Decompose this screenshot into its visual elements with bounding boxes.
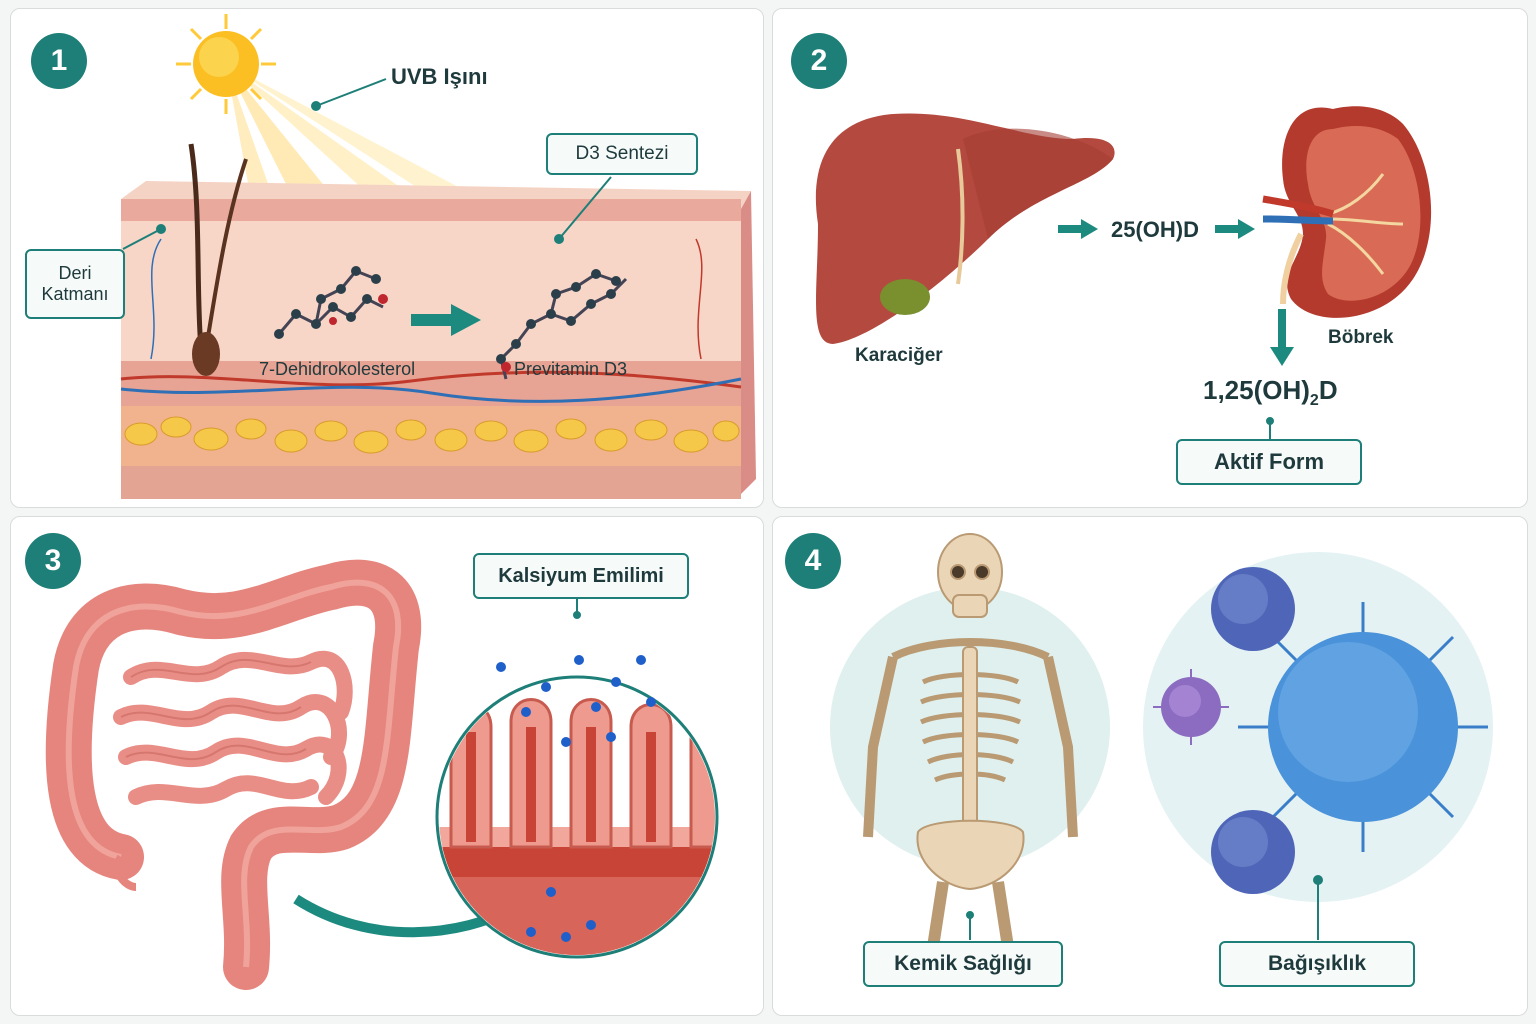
reaction-arrow [411,304,481,336]
skin-illustration [120,14,756,499]
effects-illustration [830,533,1493,948]
step-badge-1: 1 [31,33,87,89]
bone-health-label: Kemik Sağlığı [863,941,1063,987]
organ-illustration [815,106,1432,439]
panel-activation: 2 Karaciğer 25(OH)D Böbrek 1,25(OH)2D Ak… [772,8,1528,508]
calcium-ions [496,655,656,942]
molecule-right-label: Previtamin D3 [514,359,628,379]
immune-cell-icon [1153,567,1488,894]
step-badge-3: 3 [25,533,81,589]
immunity-text: Bağışıklık [1267,951,1367,975]
uvb-label: UVB Işını [391,64,488,89]
active-form-label: Aktif Form [1176,439,1362,485]
molecule-icon [496,269,628,380]
panel-effects: 4 Kemik Sağlığı Bağışıklık [772,516,1528,1016]
bone-health-text: Kemik Sağlığı [894,951,1032,975]
intestine-icon [45,559,422,990]
intermediate-label: 25(OH)D [1111,217,1200,242]
skeleton-icon [863,533,1078,948]
kidney-label: Böbrek [1328,327,1394,348]
molecule-icon [274,266,388,339]
hair-icon [188,143,248,376]
step-badge-2: 2 [791,33,847,89]
liver-icon [815,113,1115,344]
active-metabolite-tail: D [1318,375,1338,405]
kidney-icon [1262,106,1432,318]
liver-label: Karaciğer [855,345,943,366]
skin-layer-label: Deri Katmanı [25,249,125,319]
skin-layer-line2: Katmanı [41,284,109,304]
panel-skin-synthesis: 1 UVB Işını D3 Sentezi Deri Katmanı 7-De… [10,8,764,508]
active-metabolite-main: 1,25(OH) [1203,375,1310,405]
intestine-illustration [45,559,719,990]
flow-arrow [1058,219,1294,366]
d3-synthesis-text: D3 Sentezi [575,143,669,165]
d3-synthesis-label: D3 Sentezi [546,133,698,175]
calcium-absorption-text: Kalsiyum Emilimi [498,564,664,587]
immunity-label: Bağışıklık [1219,941,1415,987]
skin-layer-line1: Deri [58,263,92,284]
molecule-left-label: 7-Dehidrokolesterol [259,359,416,379]
active-metabolite-label: 1,25(OH)2D [1203,375,1338,410]
calcium-absorption-label: Kalsiyum Emilimi [473,553,689,599]
panel-absorption: 3 Kalsiyum Emilimi [10,516,764,1016]
step-badge-4: 4 [785,533,841,589]
active-metabolite-sub: 2 [1309,392,1319,410]
sun-icon [176,14,276,114]
active-form-text: Aktif Form [1214,449,1324,475]
